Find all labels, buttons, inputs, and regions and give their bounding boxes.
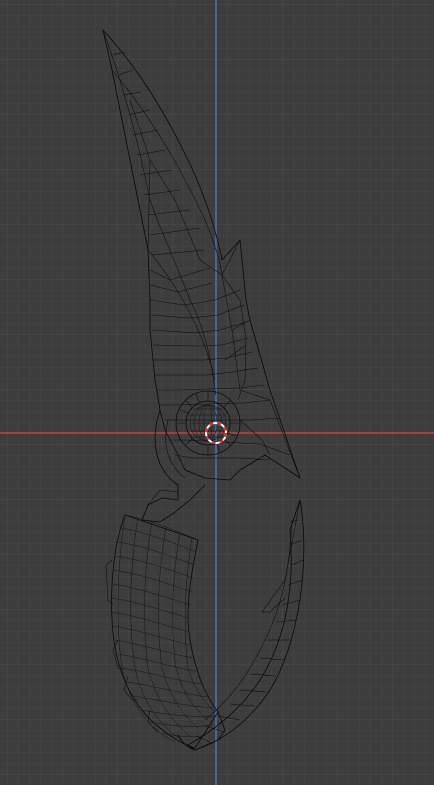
handle-grip-bumps [105,559,159,733]
blade-facets [129,99,301,479]
handle-outline [111,514,219,749]
blade-outline [102,29,301,481]
guard-outline [141,409,206,523]
pivot-ring-segments [176,391,240,455]
knife-mesh-wireframe[interactable] [102,29,305,751]
hook-loops [195,519,305,743]
hook-inner-edge [204,519,293,721]
pommel-outline [177,711,226,751]
hook-tip [261,499,301,613]
3d-cursor-icon[interactable] [205,422,227,444]
blade-fuller [147,249,216,381]
blade-spine [102,29,217,396]
handle-wrap-bands [111,514,217,737]
